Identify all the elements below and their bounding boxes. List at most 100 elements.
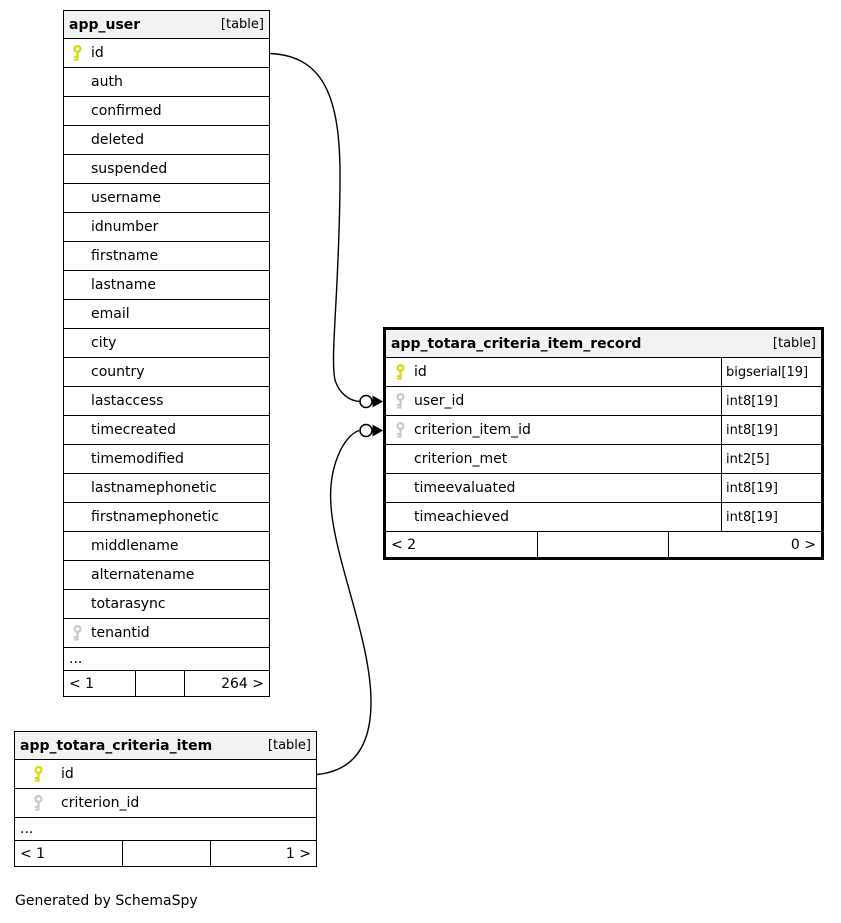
table-name: app_totara_criteria_item_record: [391, 335, 642, 352]
column-type: bigserial[19]: [721, 358, 821, 386]
footer-right: 264 >: [221, 675, 264, 692]
key-slot: [386, 422, 414, 438]
table-type-badge: [table]: [220, 17, 264, 32]
column-name: auth: [91, 74, 123, 90]
fk-endpoint-arrow: [372, 395, 383, 408]
column-row-criterion_id: criterion_id: [15, 789, 316, 818]
column-type: int2[5]: [721, 445, 821, 473]
footer-left: < 1: [64, 671, 136, 696]
column-type: int8[19]: [721, 474, 821, 502]
table-footer: < 1 1 >: [15, 841, 316, 866]
column-row-country: country: [64, 358, 269, 387]
primary-key-icon: [73, 45, 82, 61]
column-row-timecreated: timecreated: [64, 416, 269, 445]
column-row-timemodified: timemodified: [64, 445, 269, 474]
column-name: lastaccess: [91, 393, 164, 409]
footer-left: < 1: [15, 841, 124, 866]
column-name: timecreated: [91, 422, 176, 438]
table-type-badge: [table]: [267, 738, 311, 753]
column-type: int8[19]: [721, 503, 821, 531]
column-name: firstnamephonetic: [91, 509, 219, 525]
foreign-key-icon: [396, 393, 404, 409]
ellipsis-row: ...: [64, 648, 269, 671]
column-row-email: email: [64, 300, 269, 329]
column-row-timeachieved: timeachieved int8[19]: [386, 503, 821, 532]
key-slot: [15, 795, 61, 811]
column-name: lastnamephonetic: [91, 480, 217, 496]
column-row-idnumber: idnumber: [64, 213, 269, 242]
foreign-key-icon: [73, 625, 82, 641]
fk-endpoint-circle: [359, 394, 373, 409]
table-footer: < 2 0 >: [386, 532, 821, 557]
column-row-auth: auth: [64, 68, 269, 97]
column-name: timeachieved: [414, 509, 510, 525]
foreign-key-icon: [34, 795, 42, 811]
key-slot: [15, 766, 61, 782]
footer-middle: [123, 841, 211, 866]
column-name: country: [91, 364, 145, 380]
column-row-lastaccess: lastaccess: [64, 387, 269, 416]
footer-right: 0 >: [790, 536, 816, 553]
column-name: id: [414, 364, 427, 380]
primary-key-icon: [396, 364, 404, 380]
column-name: deleted: [91, 132, 144, 148]
column-name: id: [91, 45, 104, 61]
column-row-totarasync: totarasync: [64, 590, 269, 619]
column-name: username: [91, 190, 161, 206]
column-row-id: id: [64, 39, 269, 68]
table-app_user[interactable]: app_user [table] id auth confirmed deleted sus…: [63, 10, 270, 697]
column-row-alternatename: alternatename: [64, 561, 269, 590]
table-name: app_totara_criteria_item: [20, 737, 213, 754]
key-slot: [64, 625, 91, 641]
key-slot: [386, 393, 414, 409]
table-name: app_user: [69, 16, 141, 33]
column-row-id: id bigserial[19]: [386, 358, 821, 387]
column-row-lastname: lastname: [64, 271, 269, 300]
table-app_totara_criteria_item_record[interactable]: app_totara_criteria_item_record [table] id…: [383, 327, 824, 560]
table-header: app_user [table]: [64, 11, 269, 39]
column-name: confirmed: [91, 103, 162, 119]
column-row-lastnamephonetic: lastnamephonetic: [64, 474, 269, 503]
column-row-criterion_item_id: criterion_item_id int8[19]: [386, 416, 821, 445]
footer-middle: [538, 532, 669, 557]
table-type-badge: [table]: [772, 336, 816, 351]
column-row-id: id: [15, 760, 316, 789]
column-name: timemodified: [91, 451, 184, 467]
column-name: totarasync: [91, 596, 166, 612]
footer-middle: [136, 671, 185, 696]
table-footer: < 1 264 >: [64, 671, 269, 696]
column-name: criterion_id: [61, 795, 140, 811]
fk-curve-criterion-item-id: [316, 429, 372, 776]
column-name: tenantid: [91, 625, 150, 641]
primary-key-icon: [34, 766, 42, 782]
table-header: app_totara_criteria_item_record [table]: [386, 330, 821, 358]
footer-right: 1 >: [285, 845, 311, 862]
column-row-firstname: firstname: [64, 242, 269, 271]
column-name: middlename: [91, 538, 179, 554]
footer-left: < 2: [386, 532, 539, 557]
column-row-username: username: [64, 184, 269, 213]
column-name: city: [91, 335, 117, 351]
column-row-firstnamephonetic: firstnamephonetic: [64, 503, 269, 532]
table-app_totara_criteria_item[interactable]: app_totara_criteria_item [table] id criteri…: [14, 731, 317, 867]
column-row-city: city: [64, 329, 269, 358]
column-name: lastname: [91, 277, 156, 293]
fk-endpoint-circle: [359, 423, 373, 438]
column-type: int8[19]: [721, 416, 821, 444]
fk-endpoint-arrow: [372, 424, 383, 437]
column-name: alternatename: [91, 567, 195, 583]
column-name: user_id: [414, 393, 465, 409]
column-name: email: [91, 306, 130, 322]
column-name: id: [61, 766, 74, 782]
generator-caption: Generated by SchemaSpy: [15, 893, 198, 909]
key-slot: [64, 45, 91, 61]
column-name: suspended: [91, 161, 168, 177]
column-name: timeevaluated: [414, 480, 516, 496]
table-header: app_totara_criteria_item [table]: [15, 732, 316, 760]
column-name: idnumber: [91, 219, 159, 235]
column-row-timeevaluated: timeevaluated int8[19]: [386, 474, 821, 503]
column-name: criterion_item_id: [414, 422, 531, 438]
ellipsis-row: ...: [15, 818, 316, 841]
column-row-tenantid: tenantid: [64, 619, 269, 648]
